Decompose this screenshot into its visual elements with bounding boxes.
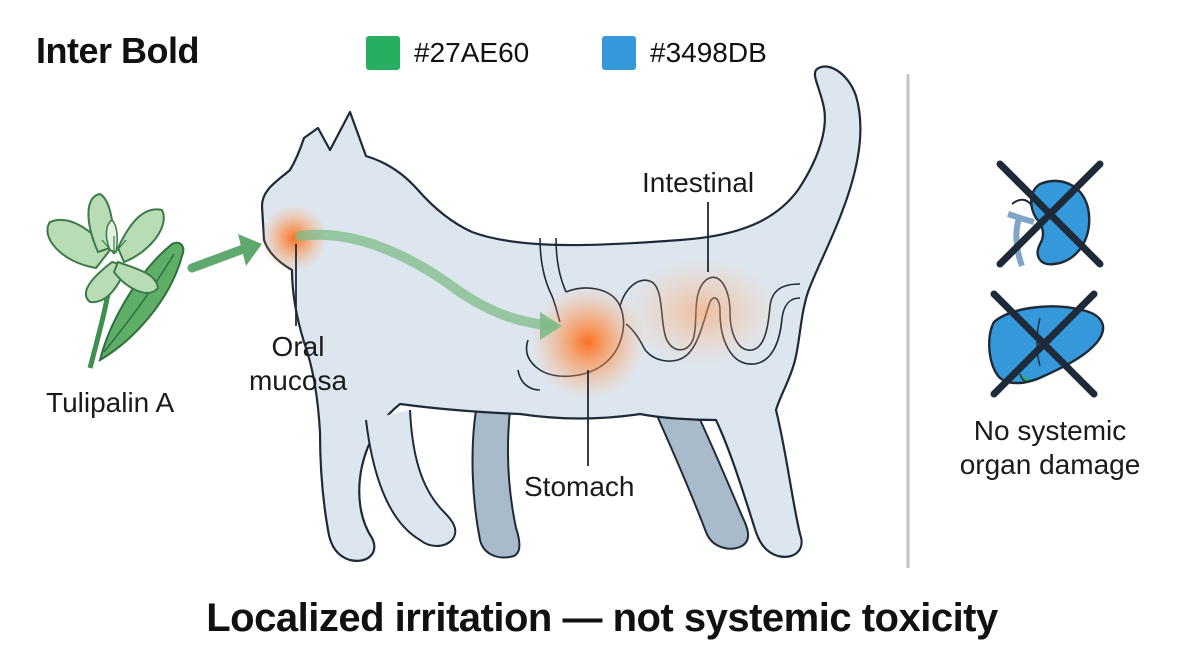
label-oral-line1: Oral xyxy=(271,331,325,362)
cat-back-legs xyxy=(471,396,749,559)
leader-lines xyxy=(295,202,709,466)
glow-intestinal xyxy=(620,256,784,368)
ingestion-path xyxy=(295,229,557,331)
label-no-damage-line2: organ damage xyxy=(959,449,1141,480)
legend-item-green: #27AE60 xyxy=(366,36,529,70)
cat-front-leg xyxy=(365,409,457,547)
label-intestinal: Intestinal xyxy=(642,167,755,198)
entry-arrow-head xyxy=(238,234,262,266)
ingestion-path-head xyxy=(540,312,562,340)
label-oral-mucosa: Oral mucosa xyxy=(228,330,368,398)
label-stomach: Stomach xyxy=(524,471,635,502)
legend-label-blue: #3498DB xyxy=(650,37,767,68)
glow-stomach xyxy=(530,284,646,400)
flower-icon xyxy=(46,192,185,369)
label-plant: Tulipalin A xyxy=(46,387,175,418)
label-oral-line2: mucosa xyxy=(248,365,348,396)
label-no-damage-line1: No systemic xyxy=(973,415,1127,446)
legend-label-green: #27AE60 xyxy=(414,37,530,68)
legend-title: Inter Bold xyxy=(36,30,200,71)
glow-oral xyxy=(260,204,328,272)
legend-swatch-blue xyxy=(602,36,636,70)
cross-out-icon xyxy=(990,160,1104,398)
entry-arrow xyxy=(187,243,251,273)
kidney-icon xyxy=(1007,179,1091,268)
legend-item-blue: #3498DB xyxy=(602,36,767,70)
caption: Localized irritation — not systemic toxi… xyxy=(206,596,998,640)
label-no-damage: No systemic organ damage xyxy=(940,414,1160,482)
legend-swatch-green xyxy=(366,36,400,70)
